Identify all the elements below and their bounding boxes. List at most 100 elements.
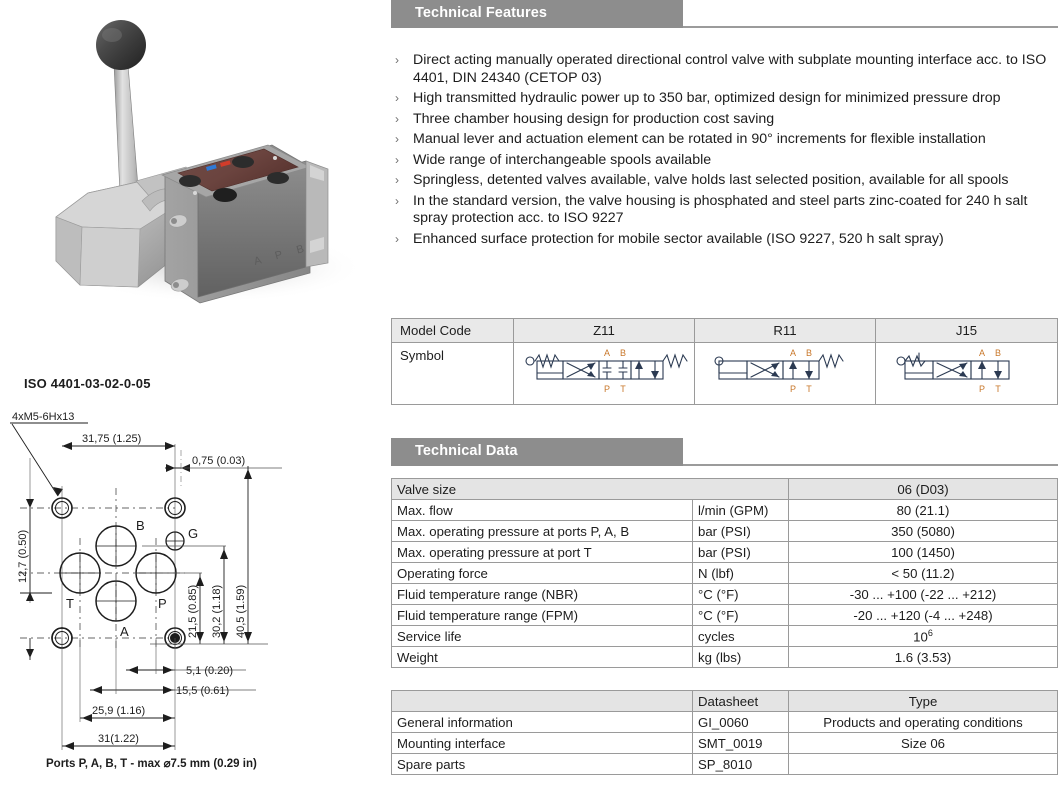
row-name: Operating force [391,562,693,584]
port-label-A: A [120,624,129,639]
chevron-right-icon: › [395,231,399,246]
dim-bottom-h3: 25,9 (1.16) [92,705,145,717]
row-datasheet: SMT_0019 [692,732,789,754]
symbol-port-P: P [603,384,609,394]
table-row: Mounting interface SMT_0019 Size 06 [391,732,1058,754]
row-value: < 50 (11.2) [788,562,1058,584]
red-indicator [220,160,231,167]
row-value: -20 ... +120 (-4 ... +248) [788,604,1058,626]
datasheet-table: Datasheet Type General information GI_00… [391,690,1058,775]
dim-bottom-h4: 31(1.22) [98,733,139,745]
row-unit: l/min (GPM) [692,499,789,521]
row-name: General information [391,711,693,733]
feature-text: Enhanced surface protection for mobile s… [413,230,944,247]
symbol-port-B: B [994,348,1000,358]
feature-item: › High transmitted hydraulic power up to… [391,90,1058,108]
technical-features-list: › Direct acting manually operated direct… [391,52,1058,251]
table-row: Service life cycles 106 [391,625,1058,647]
feature-item: › Three chamber housing design for produ… [391,111,1058,129]
chevron-right-icon: › [395,132,399,146]
symbol-port-T: T [806,384,812,394]
symbol-r11: A B P T [694,342,876,405]
symbol-port-B: B [806,348,812,358]
datasheet-header-row: Datasheet Type [391,690,1058,712]
feature-text: Springless, detented valves available, v… [413,172,1009,188]
table-row: Max. operating pressure at port T bar (P… [391,541,1058,563]
chevron-right-icon: › [395,53,399,67]
table-row: Fluid temperature range (NBR) °C (°F) -3… [391,583,1058,605]
symbol-label: Symbol [391,342,514,405]
feature-text: Manual lever and actuation element can b… [413,131,986,147]
port-label-G: G [188,526,198,541]
model-code-table: Model Code Z11 R11 J15 Symbol [391,318,1058,405]
section-bar-features: Technical Features [391,0,683,28]
technical-data-header: Technical Data [391,438,1058,469]
section-rule-features [683,26,1058,28]
ports-max-diameter-note: Ports P, A, B, T - max ⌀7.5 mm (0.29 in) [46,758,257,770]
port-label-B: B [136,518,145,533]
row-name: Service life [391,625,693,647]
dim-bottom-h2: 15,5 (0.61) [176,685,229,697]
symbol-row: Symbol [391,342,1058,405]
row-value: 100 (1450) [788,541,1058,563]
valve-side-fittings [168,214,190,292]
table-row: Spare parts SP_8010 [391,753,1058,775]
feature-item: › Springless, detented valves available,… [391,172,1058,190]
dim-left-vertical: 12,7 (0.50) [17,530,29,583]
row-name: Spare parts [391,753,693,775]
technical-data-title: Technical Data [415,443,518,459]
chevron-right-icon: › [395,111,399,126]
dim-right-v2: 30,2 (1.18) [211,585,223,638]
row-unit: cycles [692,625,789,647]
symbol-port-P: P [790,384,796,394]
model-code-label: Model Code [391,318,514,343]
symbol-z11: A B P T [513,342,695,405]
technical-features-title: Technical Features [415,5,548,21]
dim-top-horizontal: 31,75 (1.25) [82,433,141,445]
datasheet-header-sheet: Datasheet [692,690,789,712]
table-row: Max. operating pressure at ports P, A, B… [391,520,1058,542]
row-value: 80 (21.1) [788,499,1058,521]
feature-text: Direct acting manually operated directio… [413,52,1047,86]
row-type: Size 06 [788,732,1058,754]
symbol-j15: A B P T [875,342,1058,405]
feature-text: High transmitted hydraulic power up to 3… [413,90,1001,106]
table-row: General information GI_0060 Products and… [391,711,1058,733]
row-name: Weight [391,646,693,668]
row-value: 350 (5080) [788,520,1058,542]
dim-top-right-small: 0,75 (0.03) [192,455,245,467]
row-name: Max. operating pressure at port T [391,541,693,563]
model-code-j15: J15 [875,318,1058,343]
symbol-port-B: B [619,348,625,358]
feature-item: › Direct acting manually operated direct… [391,52,1058,87]
dimension-drawing: 4xM5-6Hx13 31,75 (1.25) 0,75 (0.03) 12,7… [0,398,290,780]
chevron-right-icon: › [395,91,399,105]
model-code-r11: R11 [694,318,876,343]
symbol-port-A: A [978,348,984,358]
row-name: Valve size [391,478,789,500]
lever-knob [96,20,146,70]
row-type [788,753,1058,775]
table-row: Fluid temperature range (FPM) °C (°F) -2… [391,604,1058,626]
chevron-right-icon: › [395,173,399,187]
model-code-z11: Z11 [513,318,695,343]
table-row: Valve size 06 (D03) [391,478,1058,500]
dim-bottom-h1: 5,1 (0.20) [186,665,233,677]
row-value: 1.6 (3.53) [788,646,1058,668]
symbol-port-T: T [620,384,626,394]
blue-indicator [205,164,217,171]
dim-thread-note: 4xM5-6Hx13 [12,411,74,423]
row-name: Mounting interface [391,732,693,754]
dim-right-v3: 40,5 (1.59) [235,585,247,638]
row-unit: kg (lbs) [692,646,789,668]
left-column: A P B ISO 4401-03-02-0-05 [0,0,385,780]
row-value-exponent: 6 [927,627,933,638]
row-datasheet: GI_0060 [692,711,789,733]
row-value-base: 10 [913,629,928,645]
row-unit: bar (PSI) [692,541,789,563]
technical-data-table: Valve size 06 (D03) Max. flow l/min (GPM… [391,478,1058,668]
row-type: Products and operating conditions [788,711,1058,733]
row-value: 106 [788,625,1058,647]
symbol-port-P: P [978,384,984,394]
feature-text: In the standard version, the valve housi… [413,192,1028,227]
